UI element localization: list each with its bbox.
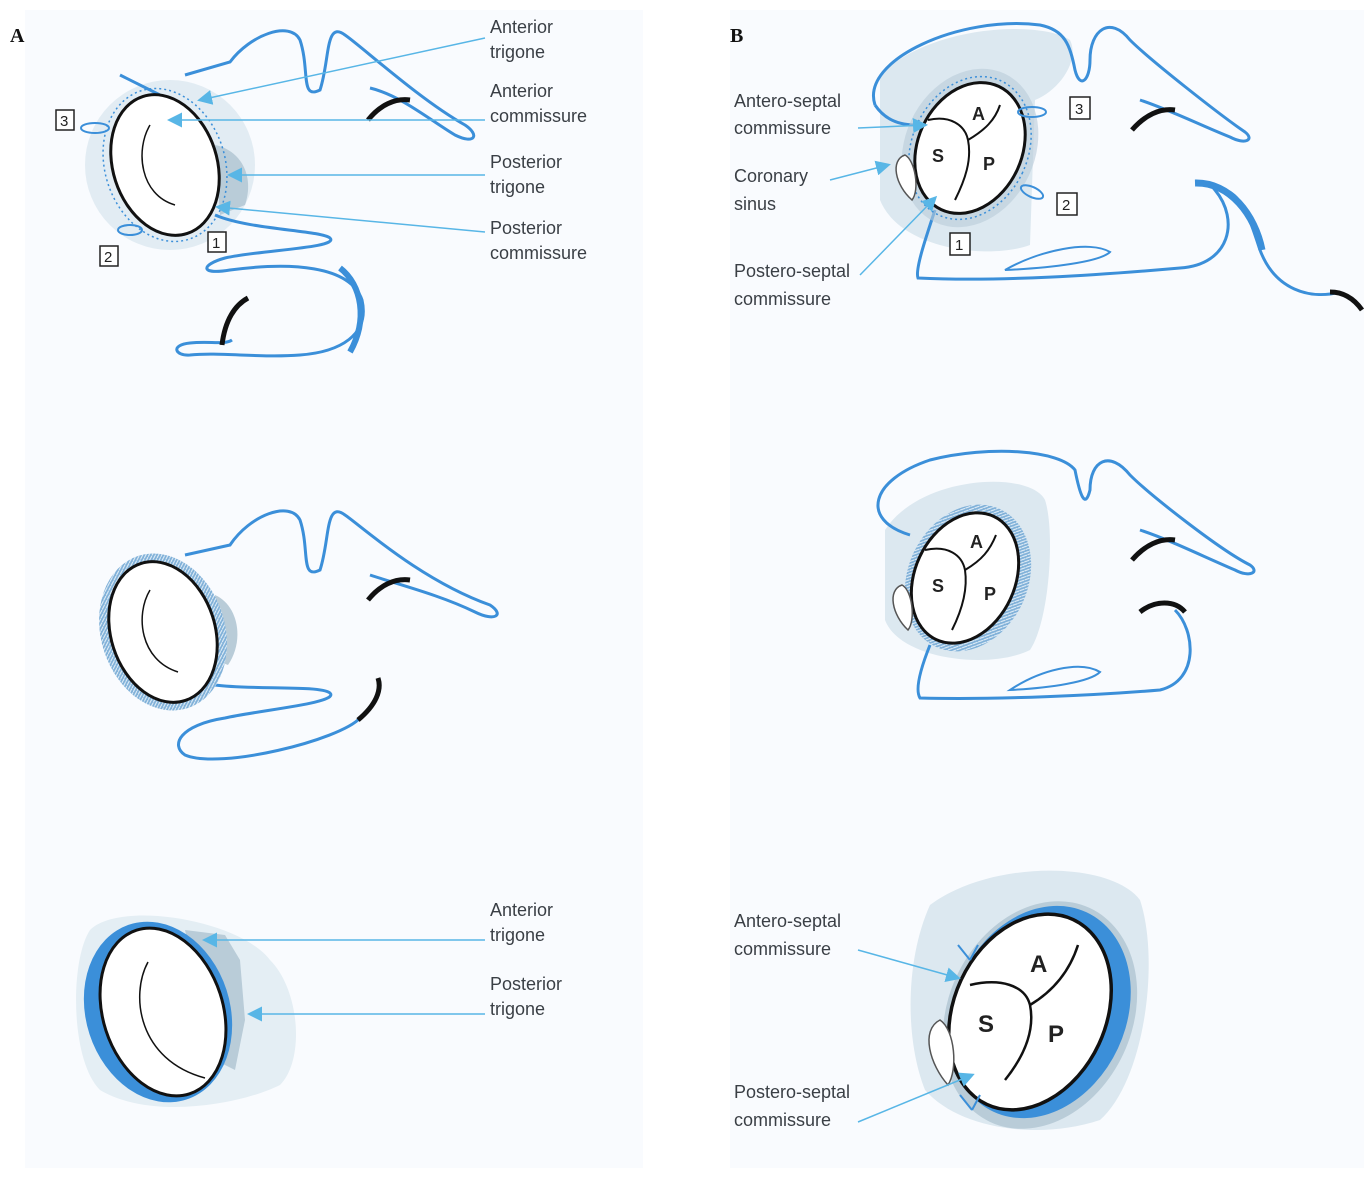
b-middle-figure: A S P: [878, 451, 1254, 698]
b-bottom-label-antero-septal-2: commissure: [734, 939, 831, 959]
a-bottom-label-posterior-trigone-2: trigone: [490, 999, 545, 1019]
a-bottom-label-posterior-trigone-1: Posterior: [490, 974, 562, 994]
a-middle-figure: [79, 511, 497, 759]
b-bottom-leaflet-a: A: [1030, 951, 1047, 978]
a-top-label-anterior-commissure-2: commissure: [490, 106, 587, 126]
b-top-loop-lower: [1005, 247, 1110, 270]
b-top-label-coronary-sinus-1: Coronary: [734, 166, 808, 186]
b-bottom-leaflet-p: P: [1048, 1021, 1064, 1048]
b-top-box-3-text: 3: [1075, 101, 1083, 118]
a-bottom-label-anterior-trigone-2: trigone: [490, 925, 545, 945]
b-top-label-antero-septal-2: commissure: [734, 118, 831, 138]
b-bottom-label-postero-septal-2: commissure: [734, 1110, 831, 1130]
a-middle-mitral-ring: [91, 547, 234, 716]
b-top-figure: A S P 3 2 1: [830, 24, 1362, 310]
panel-label-a: A: [10, 25, 25, 47]
b-bottom-leaflet-s: S: [978, 1011, 994, 1038]
b-top-label-coronary-sinus-2: sinus: [734, 194, 776, 214]
a-middle-needle-lower: [358, 678, 379, 720]
a-top-arrow-posterior-commissure: [218, 207, 485, 232]
a-top-box-3-text: 3: [60, 113, 68, 130]
a-top-label-anterior-trigone-2: trigone: [490, 42, 545, 62]
a-top-label-anterior-commissure-1: Anterior: [490, 81, 553, 101]
b-top-label-postero-septal-1: Postero-septal: [734, 261, 850, 281]
b-bottom-label-postero-septal-1: Postero-septal: [734, 1082, 850, 1102]
b-top-needle-right: [1330, 292, 1362, 310]
b-middle-needle-upper: [1132, 540, 1175, 560]
a-top-needle-lower: [222, 298, 248, 345]
b-top-label-postero-septal-2: commissure: [734, 289, 831, 309]
a-top-label-posterior-trigone-2: trigone: [490, 177, 545, 197]
b-middle-needle-lower: [1140, 603, 1185, 612]
a-top-label-posterior-trigone-1: Posterior: [490, 152, 562, 172]
b-top-box-1-text: 1: [955, 237, 963, 254]
a-bottom-figure: [61, 902, 485, 1121]
a-middle-needle-upper: [368, 580, 410, 600]
a-top-box-2-text: 2: [104, 249, 112, 266]
a-bottom-label-anterior-trigone-1: Anterior: [490, 900, 553, 920]
b-top-leaflet-a: A: [972, 104, 985, 124]
b-top-leaflet-s: S: [932, 146, 944, 166]
b-top-needle-upper: [1132, 110, 1175, 130]
a-top-box-1-text: 1: [212, 235, 220, 252]
panel-label-b: B: [730, 25, 743, 47]
a-top-figure: 3 2 1: [56, 31, 485, 356]
b-top-arrow-coronary-sinus: [830, 165, 888, 180]
b-top-leaflet-p: P: [983, 154, 995, 174]
b-middle-loop-lower: [1010, 667, 1100, 690]
a-middle-suture-upper: [185, 511, 497, 617]
b-bottom-figure: A S P: [858, 869, 1173, 1161]
b-middle-leaflet-s: S: [932, 576, 944, 596]
a-top-label-anterior-trigone-1: Anterior: [490, 17, 553, 37]
b-top-box-2-text: 2: [1062, 197, 1070, 214]
b-middle-leaflet-p: P: [984, 584, 996, 604]
b-top-label-antero-septal-1: Antero-septal: [734, 91, 841, 111]
b-middle-leaflet-a: A: [970, 532, 983, 552]
b-bottom-label-antero-septal-1: Antero-septal: [734, 911, 841, 931]
a-top-label-posterior-commissure-1: Posterior: [490, 218, 562, 238]
a-top-label-posterior-commissure-2: commissure: [490, 243, 587, 263]
